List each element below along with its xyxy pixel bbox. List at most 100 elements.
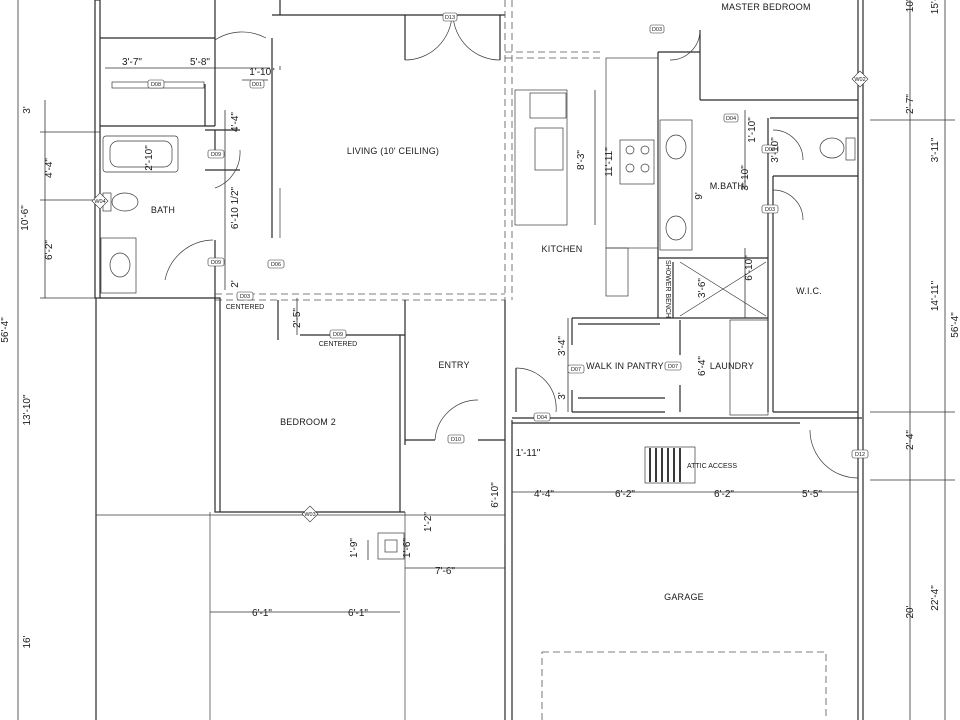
room-wic: W.I.C. (796, 286, 822, 296)
door-swing-bath-hall (164, 239, 214, 281)
dim-6-1-a: 6'-1" (252, 608, 272, 619)
dim-11-11: 11'-11" (604, 147, 615, 177)
toilet-master (819, 137, 845, 159)
dim-4-4-left: 4'-4" (44, 158, 55, 178)
dim-16: 16' (22, 635, 33, 648)
tag-d07-a: D07 (571, 367, 581, 373)
dim-1-10-top: 1'-10" (249, 67, 275, 78)
dim-56-4-right: 56'-4" (950, 312, 960, 338)
dim-3-11: 3'-11" (930, 137, 941, 162)
tag-d01: D01 (252, 82, 262, 88)
dim-1-2: 1'-2" (423, 512, 434, 532)
dim-1-6: 1'-6" (402, 538, 413, 558)
tags: D13 D03 D08 D01 W04 D09 D09 D06 D03 D09 … (91, 12, 869, 523)
room-garage: GARAGE (664, 592, 704, 602)
tag-d07-b: D07 (668, 364, 678, 370)
dim-5-8: 5'-8" (190, 57, 210, 68)
tag-w02: W02 (854, 77, 865, 83)
dim-4-4-garage: 4'-4" (534, 489, 554, 500)
mbath-sink-2 (665, 215, 687, 241)
dim-3-6: 3'-6" (697, 278, 708, 298)
door-swing-entry (434, 399, 479, 441)
burner-3 (625, 163, 635, 173)
bathtub (102, 135, 179, 173)
dim-2: 2' (230, 280, 241, 288)
dim-9: 9' (694, 192, 705, 200)
tag-d03-mbath-a: D03 (765, 147, 775, 153)
tag-d04-pantry: D04 (537, 415, 547, 421)
dim-6-2-a: 6'-2" (615, 489, 635, 500)
tag-d04-mbath: D04 (726, 116, 736, 122)
refrigerator (605, 247, 629, 297)
tag-d10: D10 (451, 437, 461, 443)
dim-1-9: 1'-9" (349, 538, 360, 558)
dim-5-5: 5'-5" (802, 489, 822, 500)
dim-10-6: 10'-6" (20, 205, 31, 231)
room-bedroom2: BEDROOM 2 (280, 417, 336, 427)
tag-d13: D13 (445, 15, 455, 21)
dishwasher (529, 92, 567, 119)
tag-d09-hall: D09 (211, 260, 221, 266)
door-swing-wic (772, 189, 804, 221)
tag-w04: W04 (94, 199, 105, 205)
kitchen-counter (605, 57, 659, 249)
room-kitchen: KITCHEN (542, 244, 583, 254)
door-swing-wc (772, 129, 804, 161)
dim-8-3: 8'-3" (576, 150, 587, 170)
room-laundry: LAUNDRY (710, 361, 754, 371)
dim-2-4: 2'-4" (905, 430, 916, 450)
door-swing-closet (214, 31, 267, 41)
label-shower-bench: SHOWER BENCH (664, 260, 671, 318)
door-swing-pantry (515, 367, 557, 413)
toilet-tank-master (845, 137, 856, 161)
label-centered-1: CENTERED (226, 304, 265, 311)
dim-6-4: 6'-4" (697, 356, 708, 376)
mbath-sink-1 (665, 134, 687, 160)
bathtub-basin (109, 140, 173, 168)
dim-2-7: 2'-7" (905, 94, 916, 114)
dim-6-10-entry: 6'-10" (490, 482, 501, 508)
door-swing-garage (809, 429, 859, 479)
range (619, 139, 655, 185)
bedroom2-left-wall (214, 297, 221, 513)
room-m-bath: M.BATH (710, 181, 745, 191)
porch-column (377, 532, 405, 560)
dim-20: 20' (905, 605, 916, 618)
room-master-bedroom: MASTER BEDROOM (721, 2, 810, 12)
burner-4 (640, 163, 650, 173)
attic-stair (644, 446, 696, 484)
laundry-cabinet (729, 319, 769, 416)
label-attic-access: ATTIC ACCESS (687, 463, 737, 470)
kitchen-sink (534, 127, 564, 171)
shower-x-2 (679, 261, 767, 317)
dim-1-10-mbath: 1'-10" (747, 117, 758, 143)
dim-13-10: 13'-10" (22, 394, 33, 425)
door-swing-closet-living-a (404, 14, 453, 61)
dim-6-2-b: 6'-2" (714, 489, 734, 500)
tag-d08: D08 (151, 82, 161, 88)
dim-6-1-b: 6'-1" (348, 608, 368, 619)
left-exterior-wall (94, 0, 101, 299)
tag-d03-centered: D03 (240, 294, 250, 300)
dim-6-10-shower: 6'-10" (744, 255, 755, 281)
dim-10-right: 10'- (905, 0, 916, 12)
room-labels: MASTER BEDROOM LIVING (10' CEILING) KITC… (151, 2, 822, 602)
doors (164, 14, 859, 479)
tag-d09-bath: D09 (211, 152, 221, 158)
dim-3: 3' (22, 106, 33, 114)
dim-6-10-half: 6'-10 1/2" (230, 186, 241, 229)
toilet-bath (111, 192, 139, 212)
label-centered-2: CENTERED (319, 341, 358, 348)
dim-22-4: 22'-4" (930, 585, 941, 611)
dim-3-pantry: 3' (557, 392, 568, 400)
dim-14-11: 14'-11" (930, 280, 941, 311)
door-swing-bath (214, 149, 241, 189)
tag-d09-centered: D09 (333, 332, 343, 338)
room-living: LIVING (10' CEILING) (347, 146, 439, 156)
tag-d03-master: D03 (652, 27, 662, 33)
dim-1-11: 1'-11" (516, 448, 541, 459)
tag-w03: W03 (304, 512, 315, 518)
dim-15-right: 15'- (930, 0, 941, 14)
tag-d06: D06 (271, 262, 281, 268)
bath-vanity (100, 237, 137, 294)
